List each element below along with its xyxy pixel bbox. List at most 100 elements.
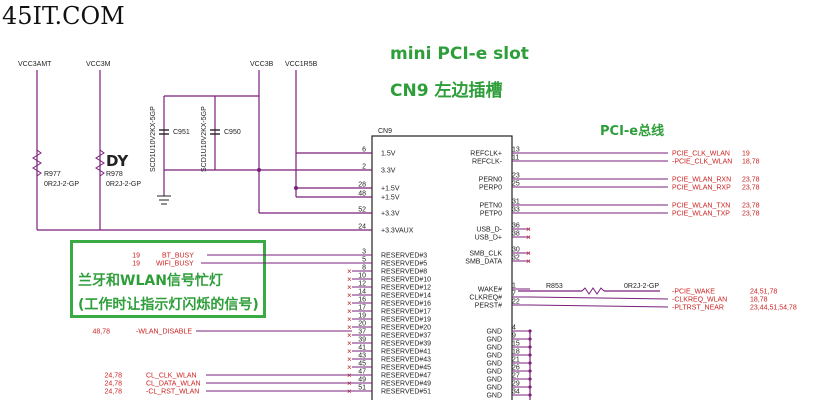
connector-right-pin-name: REFCLK+ bbox=[470, 151, 502, 158]
net-label: CL_DATA_WLAN bbox=[146, 381, 201, 388]
net-label: -CLKREQ_WLAN bbox=[672, 297, 727, 304]
net-page-ref: 48,78 bbox=[92, 329, 110, 336]
net-label: -CL_RST_WLAN bbox=[146, 389, 199, 396]
connector-right-pin-name: GND bbox=[486, 329, 502, 336]
connector-left-pin-number: 5 bbox=[362, 257, 366, 264]
connector-right-pin-number: 9 bbox=[512, 333, 516, 340]
connector-right-pin-name: GND bbox=[486, 361, 502, 368]
net-label: -PCIE_WAKE bbox=[672, 289, 715, 296]
rail-vcc1r5b: VCC1R5B bbox=[285, 61, 318, 68]
connector-right-pin-number: 18 bbox=[512, 349, 520, 356]
connector-left-pin-number: 41 bbox=[358, 345, 366, 352]
connector-right-pin-number: 34 bbox=[512, 389, 520, 396]
connector-right-pin-number: 23 bbox=[512, 173, 520, 180]
net-page-ref: 19 bbox=[132, 261, 140, 268]
connector-right-pin-name: SMB_CLK bbox=[469, 251, 502, 258]
connector-right-pin-number: 1 bbox=[512, 283, 516, 290]
watermark: 45IT.COM bbox=[2, 2, 125, 30]
r853-ref: R853 bbox=[546, 283, 563, 290]
net-label: BT_BUSY bbox=[162, 253, 194, 260]
connector-ref: CN9 bbox=[378, 128, 392, 135]
net-page-ref: 23,44,51,54,78 bbox=[750, 305, 797, 312]
r978-value: 0R2J-2-GP bbox=[106, 181, 141, 188]
no-connect-mark: × bbox=[347, 339, 352, 348]
connector-right-pin-name: WAKE# bbox=[478, 287, 502, 294]
bus-label: PCI-e总线 bbox=[600, 124, 665, 139]
connector-left-pin-number: 14 bbox=[358, 289, 366, 296]
connector-right-pin-name: PERP0 bbox=[479, 185, 502, 192]
slot-title: mini PCI-e slot bbox=[390, 44, 529, 64]
net-page-ref: 24,78 bbox=[104, 381, 122, 388]
r977-ref: R977 bbox=[44, 171, 61, 178]
rail-vcc3m: VCC3M bbox=[86, 61, 111, 68]
net-page-ref: 19 bbox=[742, 151, 750, 158]
connector-left-pin-name: RESERVED#43 bbox=[381, 357, 431, 364]
no-connect-mark: × bbox=[347, 307, 352, 316]
no-connect-mark: × bbox=[347, 347, 352, 356]
connector-right-pin-name: GND bbox=[486, 385, 502, 392]
rail-vcc3amt: VCC3AMT bbox=[18, 61, 52, 68]
net-page-ref: 23,78 bbox=[742, 203, 760, 210]
no-connect-mark: × bbox=[347, 267, 352, 276]
connector-left-pin-name: RESERVED#17 bbox=[381, 309, 431, 316]
net-page-ref: 24,51,78 bbox=[750, 289, 777, 296]
connector-left-pin-number: 28 bbox=[358, 182, 366, 189]
connector-left-pin-name: RESERVED#16 bbox=[381, 301, 431, 308]
connector-right-pin-number: 33 bbox=[512, 207, 520, 214]
connector-right-pin-name: GND bbox=[486, 353, 502, 360]
connector-left-pin-number: 10 bbox=[358, 273, 366, 280]
net-label: -WLAN_DISABLE bbox=[136, 329, 192, 336]
r978-ref: R978 bbox=[106, 171, 123, 178]
net-page-ref: 19 bbox=[132, 253, 140, 260]
connector-left-pin-name: RESERVED#51 bbox=[381, 389, 431, 396]
no-connect-mark: × bbox=[526, 249, 531, 258]
c951-part: SCD1U10V2KX-5GP bbox=[150, 106, 157, 172]
connector-left-pin-number: 12 bbox=[358, 281, 366, 288]
net-label: PCIE_WLAN_RXP bbox=[672, 185, 731, 192]
connector-right-pin-name: GND bbox=[486, 393, 502, 400]
net-label: PCIE_WLAN_RXN bbox=[672, 177, 731, 184]
connector-right-pin-name: PERN0 bbox=[479, 177, 502, 184]
net-page-ref: 23,78 bbox=[742, 211, 760, 218]
no-connect-mark: × bbox=[526, 225, 531, 234]
no-connect-mark: × bbox=[347, 331, 352, 340]
r853-value: 0R2J-2-GP bbox=[624, 283, 659, 290]
led-annotation-box bbox=[70, 240, 266, 318]
connector-left-pin-name: +3.3VAUX bbox=[381, 228, 414, 235]
connector-left-pin-number: 8 bbox=[362, 265, 366, 272]
net-page-ref: 24,78 bbox=[104, 389, 122, 396]
c950-part: SCD1U10V2KX-5GP bbox=[201, 106, 208, 172]
connector-left-pin-name: RESERVED#37 bbox=[381, 333, 431, 340]
no-connect-mark: × bbox=[347, 323, 352, 332]
net-label: -PLTRST_NEAR bbox=[672, 305, 724, 312]
connector-right-pin-number: 7 bbox=[512, 291, 516, 298]
connector-right-pin-name: GND bbox=[486, 337, 502, 344]
connector-left-pin-number: 43 bbox=[358, 353, 366, 360]
connector-right-pin-number: 38 bbox=[512, 231, 520, 238]
connector-right-pin-name: USB_D- bbox=[476, 227, 502, 234]
connector-left-pin-name: RESERVED#47 bbox=[381, 373, 431, 380]
connector-right-pin-number: 4 bbox=[512, 325, 516, 332]
connector-right-pin-number: 36 bbox=[512, 223, 520, 230]
connector-left-pin-name: RESERVED#8 bbox=[381, 269, 427, 276]
net-page-ref: 23,78 bbox=[742, 185, 760, 192]
connector-left-pin-name: +3.3V bbox=[381, 211, 400, 218]
connector-right-pin-number: 31 bbox=[512, 199, 520, 206]
net-page-ref: 24,78 bbox=[104, 373, 122, 380]
no-connect-mark: × bbox=[526, 233, 531, 242]
connector-right-pin-name: GND bbox=[486, 345, 502, 352]
connector-right-pin-name: PERST# bbox=[475, 303, 502, 310]
connector-right-pin-number: 32 bbox=[512, 255, 520, 262]
connector-right-pin-name: USB_D+ bbox=[475, 235, 502, 242]
led-annotation-line1: 兰牙和WLAN信号忙灯 bbox=[78, 273, 223, 289]
no-connect-mark: × bbox=[347, 291, 352, 300]
connector-right-pin-number: 15 bbox=[512, 341, 520, 348]
connector-right-pin-number: 11 bbox=[512, 155, 519, 162]
c950-ref: C950 bbox=[224, 129, 241, 136]
connector-left-pin-number: 51 bbox=[358, 385, 366, 392]
connector-left-pin-number: 37 bbox=[358, 329, 366, 336]
net-label: PCIE_CLK_WLAN bbox=[672, 151, 730, 158]
connector-right-pin-name: REFCLK- bbox=[472, 159, 503, 166]
connector-left-pin-name: RESERVED#5 bbox=[381, 261, 427, 268]
connector-left-pin-name: RESERVED#49 bbox=[381, 381, 431, 388]
